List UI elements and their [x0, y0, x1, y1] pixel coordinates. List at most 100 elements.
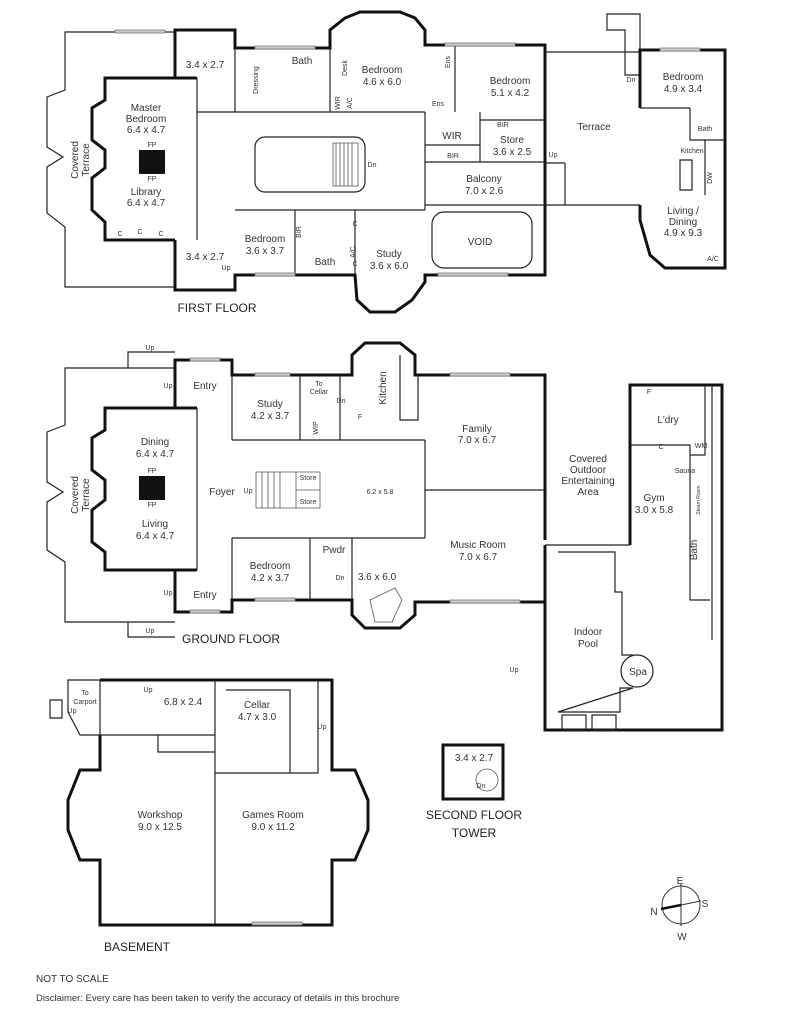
- dining-living-wall: [90, 406, 197, 572]
- stair-label: Up: [222, 265, 231, 272]
- floor-title: FIRST FLOOR: [177, 301, 256, 315]
- covered-terrace-outline: [46, 367, 175, 623]
- cupboard-label: C: [352, 221, 357, 228]
- disclaimer: Disclaimer: Every care has been taken to…: [36, 993, 399, 1004]
- stair-label: Dn: [627, 77, 636, 84]
- stair-label: Up: [318, 724, 327, 731]
- room-label: Kitchen: [680, 148, 703, 155]
- living-block-wall: [638, 48, 727, 270]
- ground-floor-interior: [196, 355, 545, 600]
- room-label: Pwdr: [323, 545, 346, 556]
- room-label: Bedroom: [250, 561, 291, 572]
- room-size: 4.2 x 3.7: [251, 573, 290, 584]
- living-block-interior: [640, 107, 725, 195]
- room-label: To: [81, 690, 89, 697]
- floor-title: SECOND FLOOR: [426, 808, 522, 822]
- room-label: Bath: [698, 126, 713, 133]
- room-label: WIP: [313, 421, 320, 435]
- stair-label: Up: [549, 152, 558, 159]
- cupboard-label: C: [352, 261, 357, 268]
- stair-label: Dn: [337, 398, 346, 405]
- basement-plan: [49, 678, 370, 927]
- basement-outer-wall: [66, 678, 370, 927]
- room-label: Bedroom: [362, 65, 403, 76]
- room-size: 4.7 x 3.0: [238, 712, 277, 723]
- floor-title: BASEMENT: [104, 940, 171, 954]
- foyer-staircase: [255, 471, 321, 509]
- compass-south: S: [702, 899, 709, 910]
- room-label: CoveredTerrace: [70, 476, 92, 514]
- room-label: Bedroom: [663, 72, 704, 83]
- stair-label: Dn: [336, 575, 345, 582]
- basement-interior: [100, 680, 319, 925]
- spiral-stair: [475, 768, 499, 792]
- cupboard-label: C: [158, 231, 163, 238]
- room-label: Spa: [629, 667, 647, 678]
- room-label: Cellar: [310, 389, 329, 396]
- room-label: Store: [300, 475, 317, 482]
- room-label: Games Room: [242, 810, 304, 821]
- floor-title: TOWER: [452, 826, 497, 840]
- room-label: Bedroom: [126, 114, 167, 125]
- room-size: 4.6 x 6.0: [363, 77, 402, 88]
- room-label: Bath: [315, 257, 336, 268]
- fireplace-label: FP: [148, 176, 157, 183]
- room-label: Desk: [342, 60, 349, 76]
- pool-step: [591, 714, 617, 731]
- room-label: Dining: [669, 217, 697, 228]
- stair-label: Up: [144, 687, 153, 694]
- room-label: BIR: [447, 153, 459, 160]
- stair-label: Up: [68, 708, 77, 715]
- room-label: Ens: [432, 101, 445, 108]
- room-label: Pool: [578, 639, 598, 650]
- room-label: WM: [695, 443, 708, 450]
- stair-label: Up: [146, 628, 155, 635]
- basement-labels: To Carport Up Up Up 6.8 x 2.4 Cellar 4.7…: [68, 687, 327, 954]
- interior-walls: [196, 45, 545, 275]
- room-label: WIR: [442, 131, 461, 142]
- room-label: Ens: [445, 55, 452, 68]
- room-size: 7.0 x 2.6: [465, 186, 504, 197]
- room-size: 3.6 x 6.0: [358, 572, 397, 583]
- room-size: 6.4 x 4.7: [127, 125, 166, 136]
- first-floor-plan: [46, 10, 727, 314]
- stair-label: Up: [146, 345, 155, 352]
- fireplace: [139, 476, 165, 500]
- room-label: Bedroom: [490, 76, 531, 87]
- stair-label: Up: [244, 488, 253, 495]
- stair-label: Dn: [368, 162, 377, 169]
- room-label: A/C: [707, 256, 719, 263]
- room-label: Entry: [193, 381, 216, 392]
- compass-east: E: [677, 876, 684, 887]
- terrace-stairs: [606, 13, 641, 76]
- spa: [620, 654, 654, 688]
- room-size: 9.0 x 12.5: [138, 822, 182, 833]
- fireplace: [139, 150, 165, 174]
- room-size: 9.0 x 11.2: [251, 822, 295, 833]
- staircase: [332, 142, 359, 187]
- room-label: Cellar: [244, 700, 271, 711]
- room-label: Dressing: [253, 66, 260, 94]
- room-label: Kitchen: [378, 371, 389, 404]
- room-label: Study: [257, 399, 283, 410]
- tower-wall: [441, 743, 505, 801]
- room-size: 6.4 x 4.7: [136, 449, 175, 460]
- cupboard-label: C: [137, 229, 142, 236]
- room-label: F: [647, 389, 651, 396]
- room-label: Workshop: [138, 810, 183, 821]
- room-label: Living: [142, 519, 168, 530]
- room-label: Bath: [292, 56, 313, 67]
- tower-plan: 3.4 x 2.7 Dn SECOND FLOOR TOWER: [426, 743, 522, 840]
- room-label: 3.4 x 2.7: [186, 252, 225, 263]
- room-label: Indoor: [574, 627, 603, 638]
- room-label: Study: [376, 249, 402, 260]
- room-size: 7.0 x 6.7: [459, 552, 498, 563]
- room-size: 6.4 x 4.7: [136, 531, 175, 542]
- room-label: Bedroom: [245, 234, 286, 245]
- room-label: Foyer: [209, 487, 235, 498]
- room-label: Covered: [569, 454, 607, 465]
- room-size: 6.8 x 2.4: [164, 697, 203, 708]
- room-label: Steam Room: [696, 485, 702, 514]
- room-label: Music Room: [450, 540, 506, 551]
- room-size: 5.1 x 4.2: [491, 88, 530, 99]
